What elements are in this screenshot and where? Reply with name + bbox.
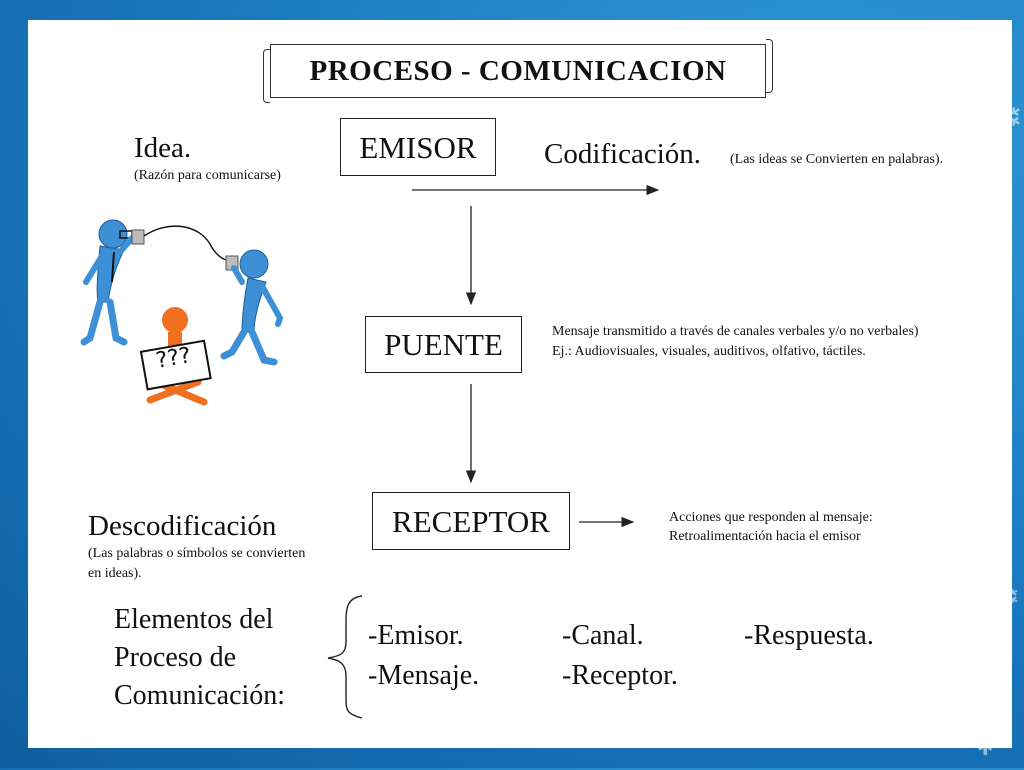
right-figure-head [239, 249, 269, 279]
descodificacion-note-line1: (Las palabras o símbolos se convierten [88, 546, 306, 561]
codificacion-label: Codificación. [544, 138, 702, 170]
receptor-note-line2: Retroalimentación hacia el emisor [669, 529, 861, 544]
curly-brace [327, 595, 363, 719]
puente-box: PUENTE [365, 316, 522, 373]
diagram-graphics [80, 184, 660, 719]
descodificacion-note-line2: en ideas). [88, 566, 142, 581]
elemento-receptor: -Receptor. [562, 660, 678, 691]
puente-note-line1: Mensaje transmitido a través de canales … [552, 324, 919, 339]
idea-note: (Razón para comunicarse) [134, 168, 281, 183]
receptor-box: RECEPTOR [372, 492, 570, 550]
page-title: PROCESO - COMUNICACION [309, 55, 727, 87]
puente-label: PUENTE [384, 327, 503, 362]
idea-label: Idea. [134, 132, 192, 164]
slide: PROCESO - COMUNICACION Idea. (Razón para… [28, 20, 1012, 748]
question-sign [139, 339, 212, 391]
elemento-respuesta: -Respuesta. [744, 620, 874, 651]
elemento-mensaje: -Mensaje. [368, 660, 480, 691]
puente-note-line2: Ej.: Audiovisuales, visuales, auditivos,… [552, 344, 866, 359]
emisor-box: EMISOR [340, 118, 496, 176]
communication-illustration [80, 219, 284, 406]
receptor-note-line1: Acciones que responden al mensaje: [669, 510, 873, 525]
elemento-emisor: -Emisor. [368, 620, 464, 651]
codificacion-note: (Las ideas se Convierten en palabras). [730, 152, 944, 167]
elementos-heading-line2: Proceso de [114, 642, 237, 673]
phone-string [143, 225, 227, 261]
receptor-label: RECEPTOR [392, 503, 550, 539]
emisor-label: EMISOR [359, 129, 477, 165]
elemento-canal: -Canal. [562, 620, 644, 651]
left-figure-head [98, 219, 128, 249]
elementos-heading-line1: Elementos del [114, 604, 274, 635]
tin-can-icon [131, 229, 145, 245]
orange-figure-head [162, 307, 188, 333]
elementos-heading-line3: Comunicación: [114, 680, 286, 711]
descodificacion-label: Descodificación [88, 510, 277, 542]
title-banner: PROCESO - COMUNICACION [263, 39, 773, 103]
